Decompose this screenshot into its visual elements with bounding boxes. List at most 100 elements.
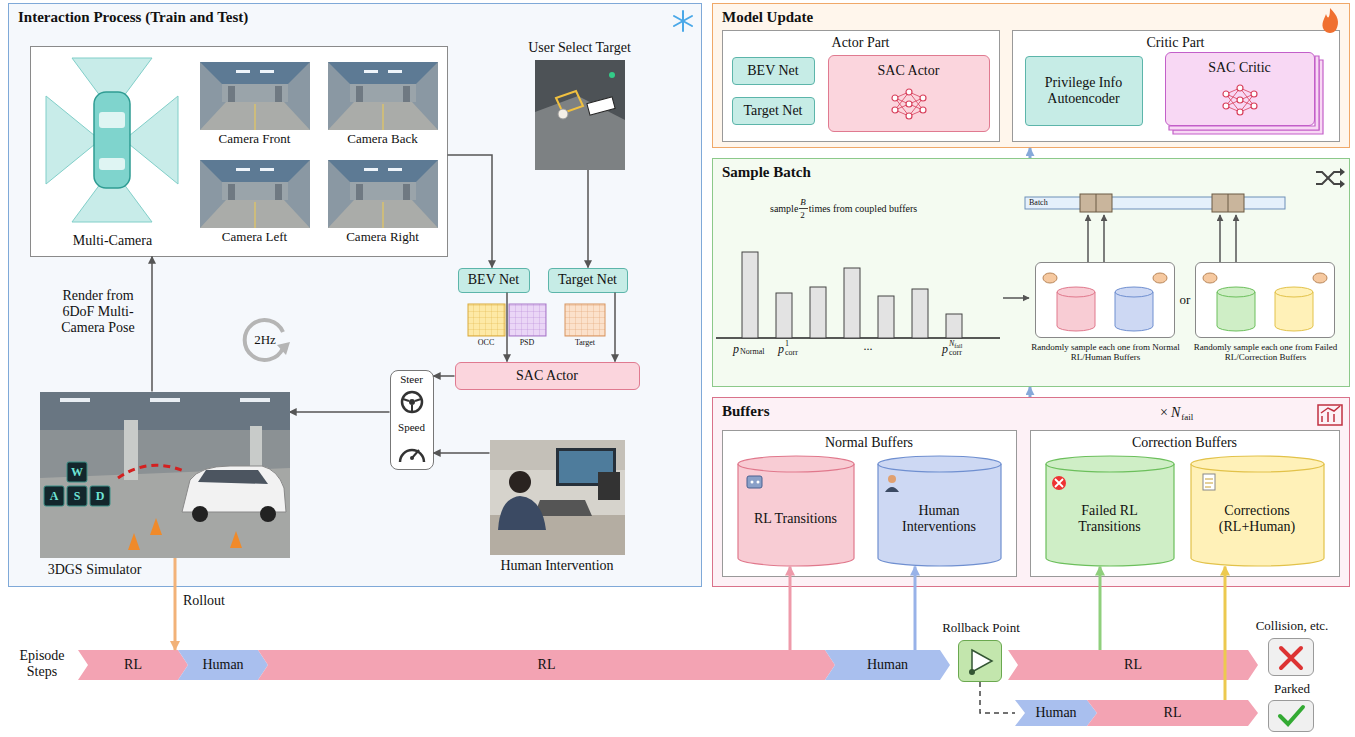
bar-chart <box>716 337 1000 339</box>
label-holder: Target <box>575 339 595 347</box>
node-text: Collision, etc. <box>1256 618 1329 633</box>
node-text: Multi-Camera <box>73 233 152 248</box>
simulator-scene <box>250 426 262 478</box>
cycle-arrow <box>245 320 290 360</box>
math-symbol: fail <box>1181 412 1193 422</box>
label-holder: corr <box>949 349 962 357</box>
sample-box: Randomly sample each one from Failed RL/… <box>1195 262 1335 338</box>
label-holder: corr <box>785 349 798 357</box>
chevron-fill <box>1087 700 1258 726</box>
critic-stack <box>1169 56 1319 130</box>
node-text: Human Intervention <box>500 558 613 573</box>
text-holder: RL <box>258 657 835 673</box>
target-image <box>609 72 615 78</box>
network-icon <box>892 85 1257 119</box>
cylinder-body <box>738 456 854 566</box>
camera-image <box>328 62 438 130</box>
label-holder: ... <box>864 340 873 352</box>
fire-icon <box>1322 8 1338 33</box>
buffer-icon <box>885 487 899 492</box>
end-box: Parked <box>1268 700 1314 732</box>
group-box: BEV NetTarget NetSAC ActorActor Part <box>722 30 1000 142</box>
label-holder: W <box>71 466 83 478</box>
text-holder: Speed <box>391 421 433 434</box>
sample-arrow <box>1087 215 1089 262</box>
chart-icon <box>1321 406 1340 413</box>
node-text: RL <box>1164 705 1182 720</box>
operator-photo <box>556 448 616 486</box>
step-chevron: Human <box>178 650 268 680</box>
process-box: SAC Actor <box>455 362 640 390</box>
text-holder: Collision, etc. <box>1239 619 1345 634</box>
bar-label: Batch <box>1029 198 1048 207</box>
chevron-fill <box>1015 700 1097 726</box>
node-text: SAC Critic <box>1208 60 1271 75</box>
text-holder: Human <box>1015 705 1097 721</box>
chevron-fill <box>825 650 950 680</box>
node-text: Privilege Info Autoencoder <box>1045 74 1122 105</box>
buffer-cylinder: Corrections (RL+Human) <box>1190 455 1325 567</box>
process-box: BEV Net <box>732 57 815 85</box>
text-holder: Critic Part <box>1013 35 1339 51</box>
simulator-scene <box>230 531 242 548</box>
node-text: Sample Batch <box>722 164 811 180</box>
text-holder: Target Net <box>549 272 627 288</box>
label-holder: or <box>1180 293 1191 306</box>
buffer-icon <box>747 476 762 488</box>
math-symbol: B <box>800 197 806 207</box>
connector-word: or <box>1180 292 1191 307</box>
car-figure <box>46 58 178 222</box>
simulator-scene <box>240 398 270 402</box>
chevron-fill <box>78 650 188 680</box>
math-symbol: corr <box>949 348 962 357</box>
buffer-icon <box>1052 476 1066 490</box>
buffer-icon <box>1055 479 1063 487</box>
node-text: Camera Right <box>346 229 419 244</box>
fire-icon <box>1322 8 1338 33</box>
cylinder-body <box>1191 456 1324 566</box>
hand-icon <box>1313 273 1327 283</box>
key-cap <box>67 462 87 482</box>
text-holder: SAC Actor <box>456 367 639 383</box>
shuffle-icon <box>1316 172 1340 184</box>
text-holder: Target Net <box>733 102 814 118</box>
text-holder: Camera Front <box>170 132 340 147</box>
simulator-scene <box>150 398 180 402</box>
cylinder-body <box>1046 456 1174 566</box>
process-box: BEV Net <box>458 268 530 293</box>
fail-mark <box>1281 648 1301 668</box>
node-text: Camera Left <box>222 229 287 244</box>
buffer-icon <box>751 481 754 484</box>
simulator-scene <box>40 392 290 430</box>
camera-view: Camera Left <box>200 160 310 228</box>
hand-icon <box>1043 273 1327 283</box>
step-chevron: RL <box>78 650 188 680</box>
simulator-scene <box>150 518 162 535</box>
shuffle-icon <box>1340 180 1345 188</box>
math-symbol: p <box>778 342 784 356</box>
node-text: Randomly sample each one from Failed RL/… <box>1194 342 1338 362</box>
occupancy-grid <box>468 304 505 336</box>
target-view: User Select Target <box>535 60 625 170</box>
text-holder: BEV Net <box>459 272 529 288</box>
chart-icon <box>1318 405 1342 425</box>
fraction-bar <box>799 208 808 209</box>
mini-buffer <box>1217 287 1255 331</box>
label-holder: sample <box>770 204 798 214</box>
rollback-box: Rollback Point <box>958 640 1002 682</box>
batch-bar <box>1228 194 1229 212</box>
cylinder-rim <box>738 464 854 472</box>
batch-bar <box>1025 197 1285 209</box>
math-symbol: p <box>733 342 739 356</box>
map-label: OCC <box>478 338 494 347</box>
occupancy-grid <box>468 304 605 336</box>
simulator-scene <box>260 506 276 522</box>
simulator-scene <box>192 506 208 522</box>
bar-chart <box>776 293 792 338</box>
panel: BEV NetTarget NetSAC ActorActor PartPriv… <box>712 3 1350 148</box>
node-text: User Select Target <box>528 40 631 55</box>
snowflake-icon <box>674 16 692 26</box>
step-chevron: Human <box>1015 700 1097 726</box>
